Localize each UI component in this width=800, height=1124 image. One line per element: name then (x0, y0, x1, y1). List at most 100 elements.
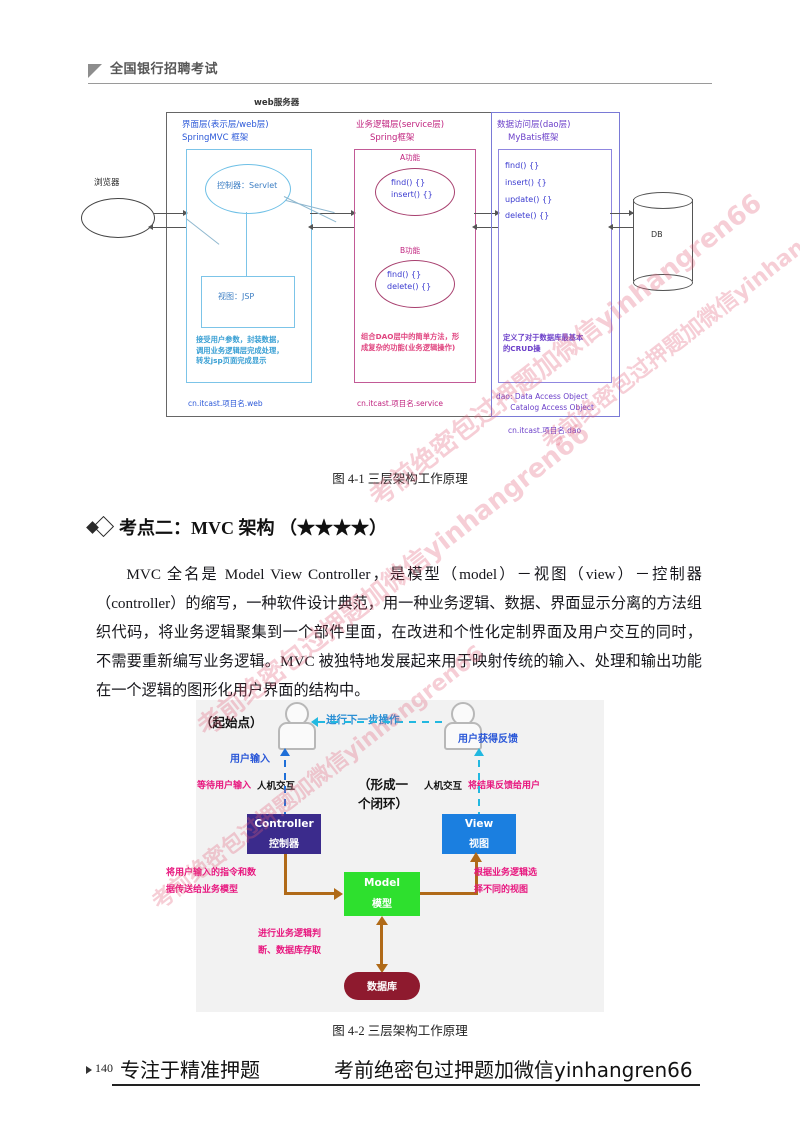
database-label: DB (651, 230, 663, 239)
web-layer-note: 接受用户参数，封装数据， 调用业务逻辑层完成处理， 转发jsp页面完成显示 (196, 335, 284, 366)
arrow-model-to-view-h (420, 892, 478, 895)
web-layer-box (186, 149, 312, 383)
page-footer: 140 专注于精准押题 考前绝密包过押题加微信yinhangren66 (86, 1056, 716, 1096)
dao-definition: dao: Data Access Object Catalog Access O… (496, 392, 594, 413)
service-layer-note: 组合DAO层中的简单方法，形 成复杂的功能(业务逻辑操作) (361, 332, 460, 352)
service-function-b-methods: find() {} delete() {} (387, 270, 432, 291)
footer-divider (112, 1084, 700, 1086)
browser-label: 浏览器 (94, 178, 120, 188)
service-layer-package: cn.itcast.项目名.service (357, 399, 443, 408)
figure-three-tier-architecture: web服务器 浏览器 界面层(表示层/web层) SpringMVC 框架 控制… (78, 96, 722, 456)
arrow-view-to-user-head (474, 748, 484, 756)
arrow-controller-to-model-v (284, 854, 287, 894)
arrow-controller-to-model-h (284, 892, 336, 895)
header-triangle-icon (88, 64, 102, 78)
body-paragraph: MVC 全名是 Model View Controller，是模型（model）… (96, 566, 702, 699)
arrow-dao-to-db-line (610, 213, 633, 215)
browser-shape (81, 198, 155, 238)
arrow-user-to-controller-head (280, 748, 290, 756)
closed-loop-label: （形成一 个闭环） (358, 777, 409, 811)
arrow-next-step-head (311, 717, 318, 727)
figure1-caption: 图 4-1 三层架构工作原理 (332, 472, 468, 486)
view-jsp-box (201, 276, 295, 328)
footer-right-text: 考前绝密包过押题加微信yinhangren66 (334, 1058, 693, 1082)
controller-en-label: Controller (254, 818, 314, 830)
arrow-browser-to-web-line (153, 213, 186, 215)
arrow-user-to-controller-line (284, 760, 286, 814)
arrow-model-to-view-head (470, 852, 482, 862)
arrow-browser-to-web-head (183, 210, 188, 216)
result-to-user-label: 将结果反馈给用户 (468, 781, 541, 791)
arrow-model-db-down-head (376, 964, 388, 973)
hci-right-label: 人机交互 (424, 781, 463, 792)
controller-servlet-label: 控制器：Servlet (217, 181, 278, 190)
page-header: 全国银行招聘考试 (88, 58, 712, 92)
service-layer-title: 业务逻辑层(service层) (356, 120, 445, 130)
view-en-label: View (464, 818, 494, 830)
database-cylinder-top (633, 192, 693, 209)
note-model-to-view: 根据业务逻辑选 择不同的视图 (474, 868, 538, 896)
section-heading-text: 考点二：MVC 架构 （★★★★） (119, 518, 387, 538)
model-box: Model 模型 (344, 872, 420, 916)
dao-layer-methods: find() {} insert() {} update() {} delete… (505, 161, 553, 221)
view-jsp-label: 视图：JSP (218, 292, 255, 301)
arrow-db-to-dao-line (610, 227, 633, 229)
hci-left-label: 人机交互 (257, 781, 296, 792)
arrow-model-db-line (380, 924, 383, 968)
arrow-view-to-user-line (478, 760, 480, 814)
figure2-caption: 图 4-2 三层架构工作原理 (332, 1024, 468, 1038)
arrow-dao-to-service-head (472, 224, 477, 230)
view-box: View 视图 (442, 814, 516, 854)
controller-to-view-line (246, 212, 248, 276)
arrow-service-to-dao-line (474, 213, 498, 215)
web-layer-framework: SpringMVC 框架 (182, 133, 249, 143)
model-cn-label: 模型 (372, 899, 392, 910)
footer-triangle-icon (86, 1066, 92, 1074)
arrow-service-to-web-line (310, 227, 354, 229)
arrow-service-to-dao-head (495, 210, 500, 216)
database-cn-label: 数据库 (367, 982, 397, 993)
wait-user-input-label: 等待用户输入 (197, 781, 252, 791)
note-model-to-database: 进行业务逻辑判 断、数据库存取 (258, 929, 322, 957)
user-feedback-label: 用户获得反馈 (458, 734, 518, 745)
page-number: 140 (95, 1061, 113, 1075)
service-function-a-shape (375, 168, 455, 216)
arrow-web-to-browser-head (148, 224, 153, 230)
arrow-next-step-line (318, 721, 442, 723)
service-layer-framework: Spring框架 (370, 133, 415, 143)
footer-left-text: 专注于精准押题 (120, 1058, 260, 1082)
dao-layer-title: 数据访问层(dao层) (497, 120, 571, 130)
dao-layer-note: 定义了对于数据库最基本 的CRUD操 (503, 333, 584, 353)
diamond-outline-icon (92, 515, 115, 538)
next-step-label: 进行下一步操作 (326, 714, 400, 726)
note-controller-to-model: 将用户输入的指令和数 据传送给业务模型 (166, 868, 257, 896)
controller-servlet-shape (205, 164, 291, 214)
arrow-service-to-web-head (308, 224, 313, 230)
view-cn-label: 视图 (469, 839, 489, 850)
arrow-dao-to-db-head (629, 210, 634, 216)
dao-layer-outer-box (491, 112, 620, 417)
arrow-model-to-view-v (475, 862, 478, 895)
arrow-db-to-dao-head (608, 224, 613, 230)
web-layer-package: cn.itcast.项目名.web (188, 399, 263, 408)
service-layer-box (354, 149, 476, 383)
webserver-label: web服务器 (254, 98, 300, 108)
dao-layer-package: cn.itcast.项目名.dao (508, 426, 582, 435)
user-input-label: 用户输入 (230, 754, 270, 765)
service-function-b-label: B功能 (400, 246, 421, 255)
dao-layer-box (498, 149, 612, 383)
service-function-b-shape (375, 260, 455, 308)
figure-mvc-architecture: （起始点） 进行下一步操作 用户获得反馈 用户输入 等待用户输入 人机交互 人机… (166, 700, 604, 1012)
header-title: 全国银行招聘考试 (110, 62, 219, 77)
arrow-web-to-browser-line (150, 227, 186, 229)
section-heading: 考点二：MVC 架构 （★★★★） (86, 514, 387, 540)
database-box: 数据库 (344, 972, 420, 1000)
arrow-controller-to-model-head (334, 888, 343, 900)
header-divider (88, 83, 712, 84)
web-layer-title: 界面层(表示层/web层) (182, 120, 269, 130)
database-cylinder-bottom (633, 274, 693, 291)
dao-layer-framework: MyBatis框架 (508, 133, 559, 143)
arrow-dao-to-service-line (474, 227, 498, 229)
model-en-label: Model (364, 877, 400, 889)
